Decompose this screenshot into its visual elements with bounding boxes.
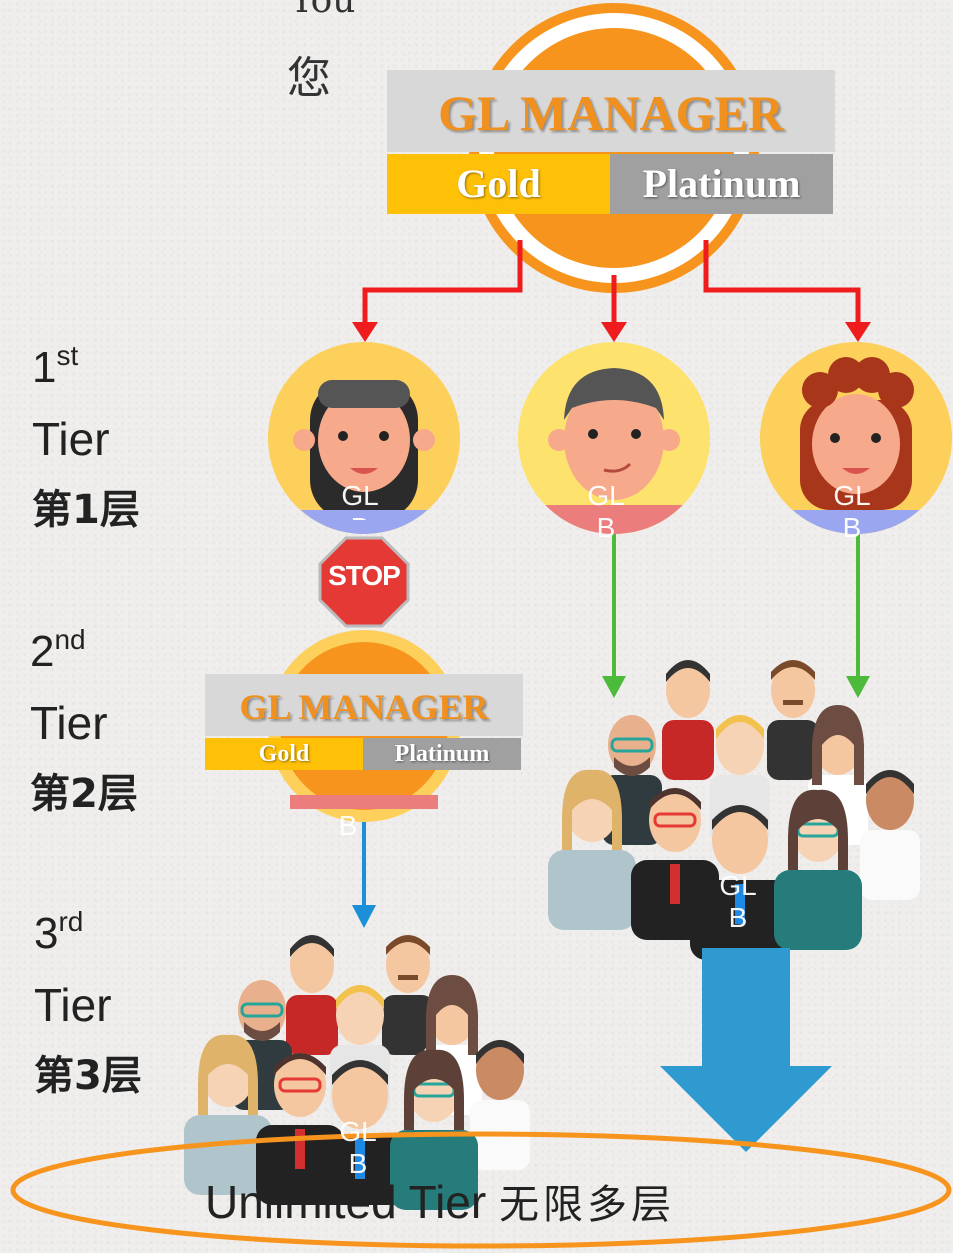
tier-3-word: Tier: [34, 979, 112, 1031]
unlimited-tier-en: Unlimited Tier: [205, 1176, 487, 1228]
tier1-arrowheads: [352, 322, 871, 342]
stop-sign: STOP: [328, 560, 401, 591]
member-label: GL B: [587, 480, 625, 544]
unlimited-ellipse: [10, 1131, 952, 1249]
gl-manager-badge-tier2: GL MANAGER Gold Platinum: [205, 674, 523, 770]
tier1-avatar-right: [760, 342, 952, 534]
member-label: GL B: [719, 870, 757, 934]
tier-2-label: 2nd Tier 第2层: [30, 626, 138, 817]
tier-3-number: 3: [34, 909, 59, 958]
tier-3-cn: 第3层: [34, 1053, 142, 1099]
gl-manager-title-small: GL MANAGER: [205, 674, 523, 736]
tier-2-cn: 第2层: [30, 771, 138, 817]
tier1-avatar-left: [268, 342, 460, 534]
unlimited-tier-label: Unlimited Tier 无限多层: [205, 1172, 675, 1230]
gold-label: Gold: [387, 154, 610, 214]
tier2-green-arrows: [602, 534, 870, 698]
tier-1-number: 1: [32, 343, 57, 392]
member-label: GL B: [338, 810, 358, 842]
platinum-label: Platinum: [610, 154, 833, 214]
stop-sign-shape: [318, 536, 410, 628]
tier-2-word: Tier: [30, 697, 108, 749]
member-label: GL B: [833, 480, 871, 544]
tier-3-label: 3rd Tier 第3层: [34, 908, 142, 1099]
gl-manager-badge-top: GL MANAGER Gold Platinum: [387, 70, 835, 214]
crowd-tier2: [548, 660, 920, 960]
tier1-avatar-middle: [518, 342, 710, 534]
tier-1-word: Tier: [32, 413, 110, 465]
tier-3-suffix: rd: [58, 906, 84, 937]
tier3-blue-arrow: [352, 822, 376, 928]
tier-2-number: 2: [30, 627, 55, 676]
unlimited-tier-cn: 无限多层: [498, 1182, 675, 1228]
member-label: GL B: [339, 1116, 377, 1180]
gold-label-small: Gold: [205, 738, 363, 770]
tier-1-suffix: st: [56, 340, 79, 371]
tier-2-suffix: nd: [54, 624, 86, 655]
you-label-en: You: [290, 0, 356, 21]
member-label: GL B: [341, 480, 379, 520]
crowd-tier3: [184, 935, 530, 1210]
platinum-label-small: Platinum: [363, 738, 521, 770]
you-label-cn: 您: [287, 53, 331, 104]
tier-1-label: 1st Tier 第1层: [32, 342, 140, 533]
tier-1-cn: 第1层: [32, 487, 140, 533]
big-down-arrow: [660, 948, 832, 1152]
gl-manager-title: GL MANAGER: [387, 70, 835, 152]
